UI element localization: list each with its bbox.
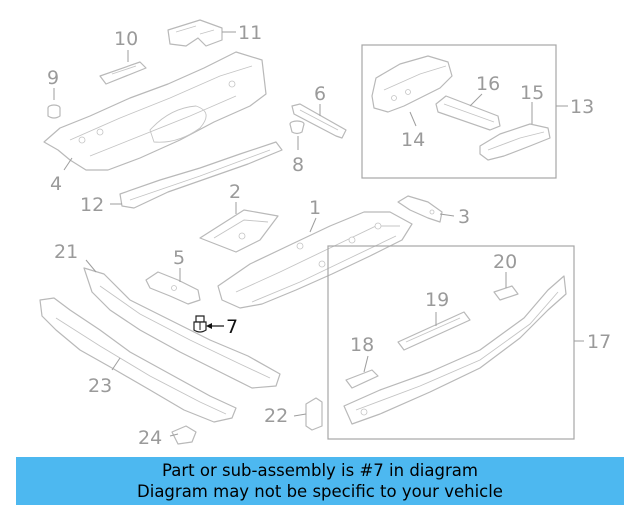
callout-21: 21: [54, 241, 78, 263]
part-3: [397, 195, 443, 223]
part-10: [99, 61, 147, 85]
banner-line-2: Diagram may not be specific to your vehi…: [137, 482, 503, 501]
part-1: [217, 211, 413, 309]
callout-9: 9: [47, 67, 59, 89]
part-22: [305, 397, 323, 431]
callout-box-17: [327, 245, 575, 440]
part-15: [479, 123, 551, 161]
callout-5: 5: [173, 247, 185, 269]
callout-18: 18: [350, 334, 374, 356]
callout-24: 24: [138, 427, 162, 449]
part-4: [43, 51, 267, 171]
part-14: [371, 55, 453, 113]
part-19: [397, 311, 471, 351]
part-7-bolt: [193, 315, 207, 333]
part-24: [171, 425, 197, 445]
callout-4: 4: [50, 173, 62, 195]
callout-7-highlighted[interactable]: 7: [226, 316, 238, 338]
part-8: [289, 120, 305, 135]
callout-15: 15: [520, 82, 544, 104]
leader-7-highlight: [206, 323, 224, 329]
callout-20: 20: [493, 251, 517, 273]
leader-lines: [53, 31, 584, 437]
callout-1: 1: [309, 197, 321, 219]
callout-12: 12: [80, 194, 104, 216]
part-21: [83, 267, 281, 389]
callout-2: 2: [229, 181, 241, 203]
callout-17: 17: [587, 331, 611, 353]
callout-16: 16: [476, 73, 500, 95]
callout-11: 11: [238, 22, 262, 44]
callout-23: 23: [88, 375, 112, 397]
part-12: [119, 141, 283, 209]
part-2: [199, 209, 279, 253]
callout-22: 22: [264, 405, 288, 427]
callout-6: 6: [314, 83, 326, 105]
callout-8: 8: [292, 154, 304, 176]
callout-3: 3: [458, 206, 470, 228]
callout-14: 14: [401, 129, 425, 151]
part-23: [39, 297, 237, 423]
part-17-side-sill: [343, 275, 567, 425]
callout-box-13: [361, 44, 557, 179]
part-5: [145, 271, 201, 305]
part-11: [167, 19, 223, 47]
part-20: [493, 285, 519, 301]
callout-13: 13: [570, 96, 594, 118]
part-18: [345, 369, 379, 389]
banner-line-1: Part or sub-assembly is #7 in diagram: [162, 461, 478, 480]
callout-10: 10: [114, 28, 138, 50]
info-banner: Part or sub-assembly is #7 in diagram Di…: [16, 457, 624, 505]
part-16: [435, 95, 501, 131]
part-6: [291, 103, 347, 139]
part-9: [47, 104, 61, 119]
callout-19: 19: [425, 289, 449, 311]
